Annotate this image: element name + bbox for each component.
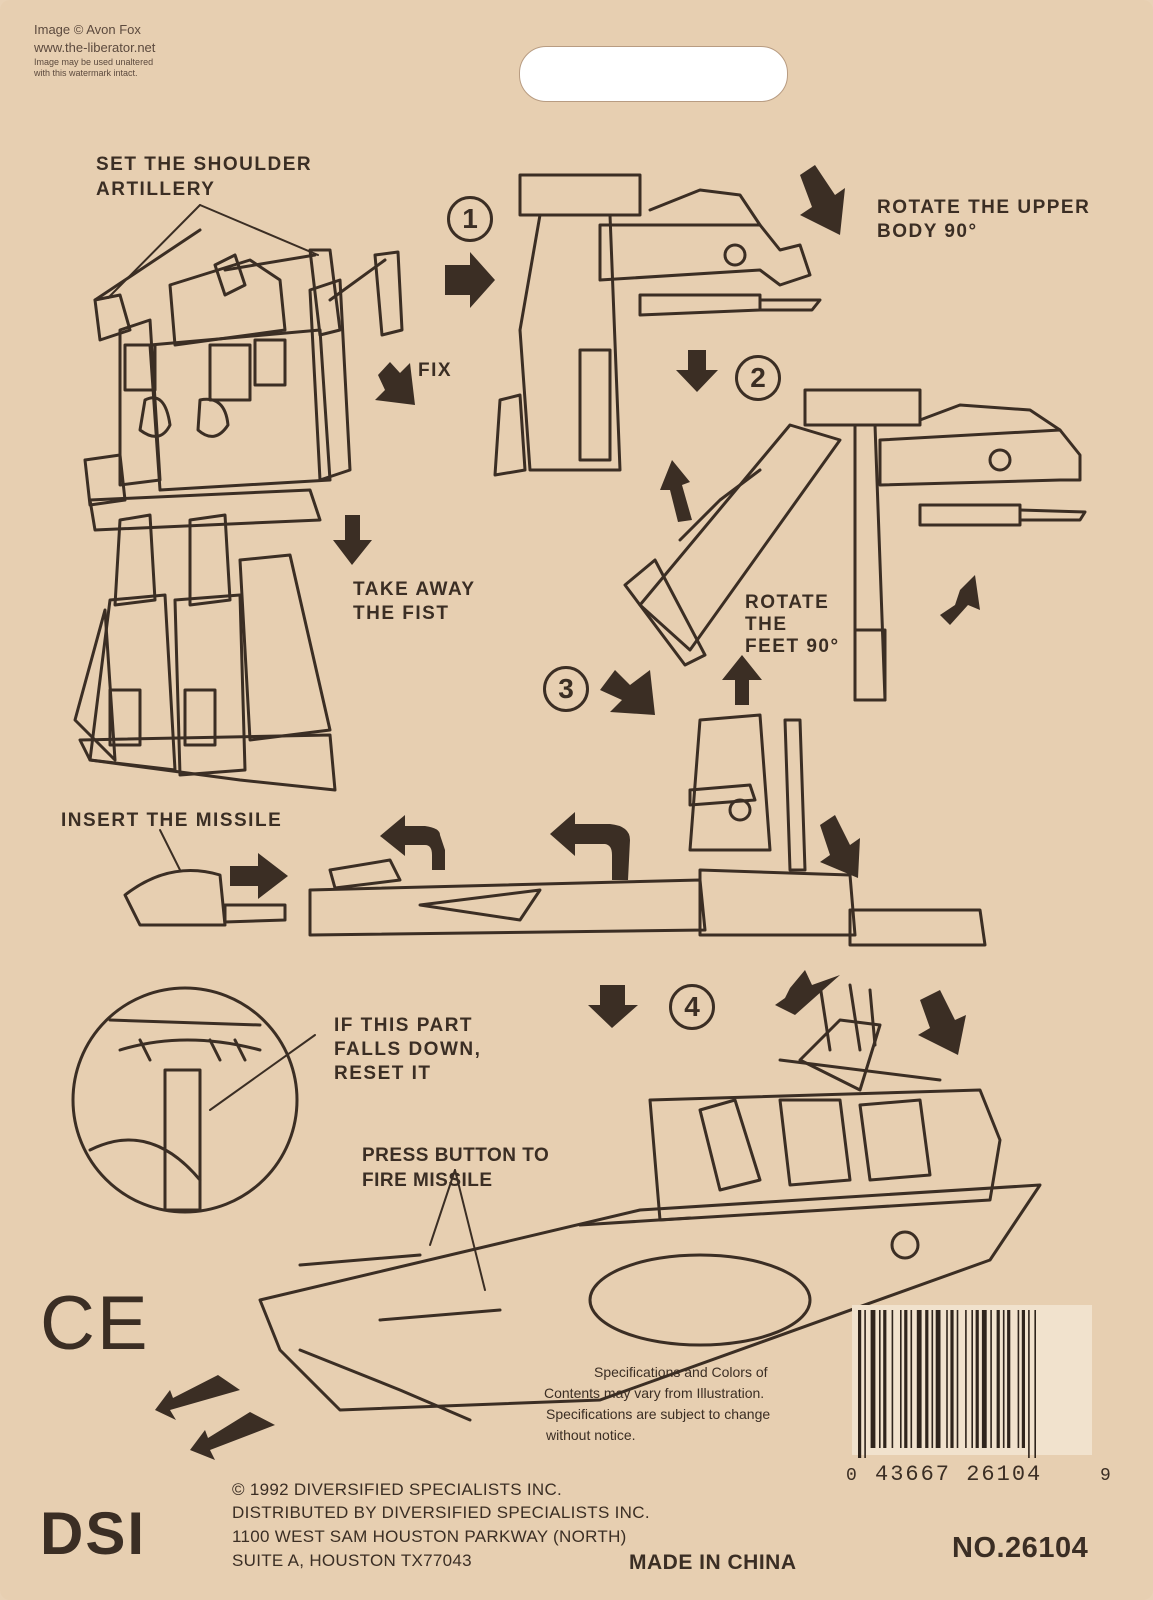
robot-figure — [73, 228, 404, 792]
direction-arrows — [155, 165, 980, 1460]
step-number-1: 1 — [447, 196, 493, 242]
watermark-line4: with this watermark intact. — [34, 68, 138, 78]
barcode-bar — [981, 1310, 987, 1448]
caption-rotate-upper-line2: BODY 90° — [877, 221, 978, 242]
barcode-bar — [870, 1310, 876, 1448]
caption-rotate-feet-line1: ROTATE — [745, 592, 830, 613]
barcode-bar — [904, 1310, 908, 1448]
caption-press-line2: FIRE MISSILE — [362, 1170, 493, 1191]
barcode-bar — [925, 1310, 929, 1448]
barcode-bar — [858, 1310, 862, 1458]
barcode-bar — [946, 1310, 948, 1448]
caption-insert-missile: INSERT THE MISSILE — [61, 810, 283, 831]
leader-lines — [107, 204, 486, 1291]
brand-logo: DSI — [40, 1500, 147, 1567]
caption-rotate-upper-line1: ROTATE THE UPPER — [877, 197, 1091, 218]
barcode-bar — [916, 1310, 922, 1448]
caption-reset-line3: RESET IT — [334, 1063, 432, 1084]
hang-tab-hole — [519, 46, 788, 102]
barcode-bar — [1021, 1310, 1025, 1448]
step-number-4: 4 — [669, 984, 715, 1030]
barcode-bar — [1028, 1310, 1030, 1458]
barcode-left-digit: 0 — [846, 1466, 857, 1486]
barcode-bar — [971, 1310, 973, 1448]
step4-ship — [258, 983, 1042, 1422]
legal-line4: SUITE A, HOUSTON TX77043 — [232, 1551, 472, 1570]
caption-rotate-feet-line3: FEET 90° — [745, 636, 840, 657]
barcode-bar — [910, 1310, 913, 1448]
disclaimer-line2: Contents may vary from Illustration. — [544, 1385, 765, 1401]
caption-fist-line1: TAKE AWAY — [353, 579, 476, 600]
barcode-bar — [883, 1310, 887, 1448]
disclaimer-line1: Specifications and Colors of — [594, 1364, 768, 1380]
barcode-bar — [990, 1310, 992, 1448]
watermark-line3: Image may be used unaltered — [34, 57, 154, 67]
step3-figure — [123, 713, 987, 947]
item-number: NO.26104 — [952, 1532, 1089, 1564]
barcode-bar — [950, 1310, 954, 1448]
legal-line2: DISTRIBUTED BY DIVERSIFIED SPECIALISTS I… — [232, 1503, 650, 1522]
caption-reset-line1: IF THIS PART — [334, 1015, 474, 1036]
barcode-bar — [1034, 1310, 1036, 1458]
barcode-bar — [931, 1310, 934, 1448]
barcode-bar — [975, 1310, 979, 1448]
step-number-3: 3 — [543, 666, 589, 712]
ce-mark: CE — [40, 1281, 150, 1366]
barcode-bar — [891, 1310, 894, 1448]
barcode — [852, 1305, 1092, 1458]
disclaimer-line4: without notice. — [546, 1427, 636, 1443]
step2-figure — [623, 388, 1087, 702]
watermark-line2: www.the-liberator.net — [34, 40, 156, 55]
made-in-label: MADE IN CHINA — [629, 1551, 797, 1574]
barcode-bar — [956, 1310, 959, 1448]
barcode-bar — [864, 1310, 866, 1458]
watermark-line1: Image © Avon Fox — [34, 22, 141, 37]
barcode-bar — [879, 1310, 881, 1448]
caption-fix: FIX — [418, 360, 453, 381]
caption-shoulder-line2: ARTILLERY — [96, 179, 216, 200]
barcode-bar — [996, 1310, 1000, 1448]
barcode-bar — [1007, 1310, 1011, 1448]
disclaimer-line3: Specifications are subject to change — [546, 1406, 771, 1422]
barcode-bar — [1002, 1310, 1005, 1448]
step-number-2: 2 — [735, 355, 781, 401]
caption-shoulder-line1: SET THE SHOULDER — [96, 154, 313, 175]
barcode-bar — [1017, 1310, 1020, 1448]
legal-line1: © 1992 DIVERSIFIED SPECIALISTS INC. — [232, 1480, 563, 1499]
zoom-detail-circle — [71, 986, 299, 1214]
caption-fist-line2: THE FIST — [353, 603, 450, 624]
legal-line3: 1100 WEST SAM HOUSTON PARKWAY (NORTH) — [232, 1527, 627, 1546]
caption-rotate-feet-line2: THE — [745, 614, 788, 635]
barcode-right-digit: 9 — [1100, 1466, 1111, 1486]
step1-figure — [493, 173, 822, 477]
caption-press-line1: PRESS BUTTON TO — [362, 1145, 550, 1166]
barcode-number: 43667 26104 — [875, 1462, 1043, 1487]
barcode-bar — [935, 1310, 941, 1448]
barcode-bar — [900, 1310, 902, 1448]
caption-reset-line2: FALLS DOWN, — [334, 1039, 482, 1060]
barcode-bar — [965, 1310, 967, 1448]
